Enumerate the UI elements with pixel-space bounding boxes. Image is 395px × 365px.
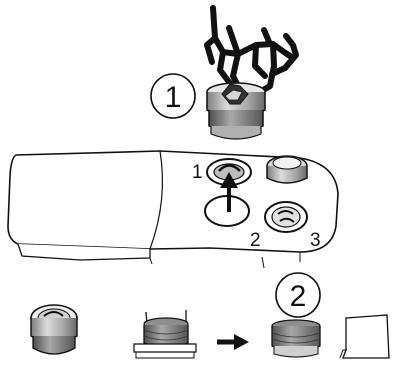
roller-after <box>272 320 320 357</box>
step-1-callout: 1 <box>151 74 195 118</box>
cutter-frame <box>207 8 296 95</box>
step-2-callout: 2 <box>276 273 320 317</box>
step-1-label: 1 <box>165 81 182 114</box>
port-label-2: 2 <box>250 230 261 251</box>
installed-cap <box>267 156 307 183</box>
step-2-label: 2 <box>290 280 307 313</box>
port-label-1: 1 <box>192 162 203 183</box>
port-label-3: 3 <box>310 230 321 251</box>
coupling-piece <box>207 83 265 139</box>
housing-sleeve <box>340 315 389 358</box>
roller-before <box>134 310 196 358</box>
twist-cap <box>31 305 77 354</box>
socket-3 <box>265 202 307 232</box>
replace-arrow <box>217 334 249 350</box>
